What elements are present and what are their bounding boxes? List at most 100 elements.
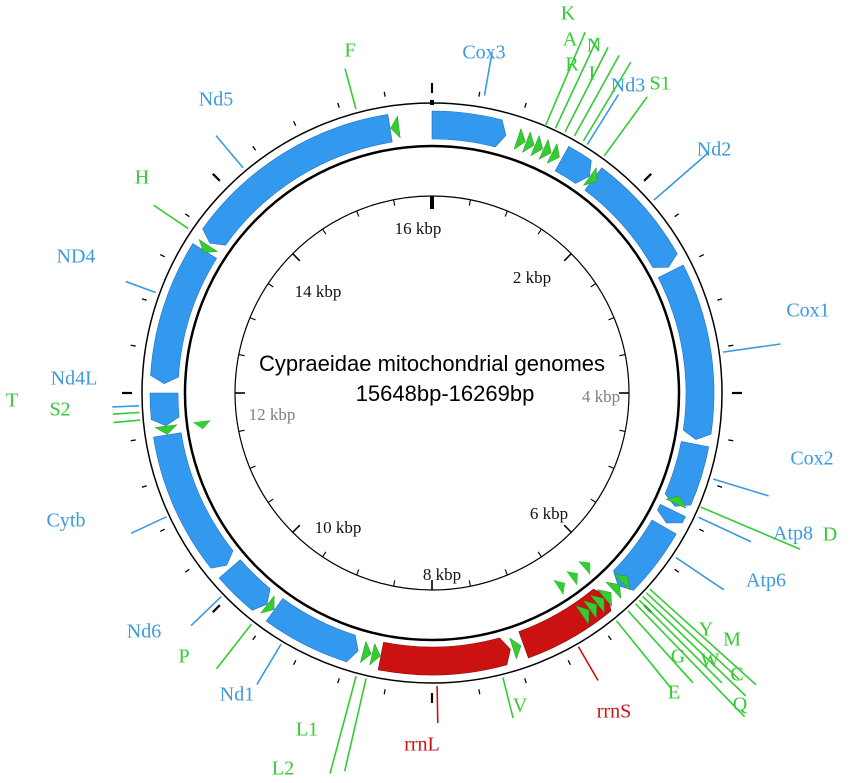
trna-arrow bbox=[589, 594, 605, 614]
scale-tick bbox=[292, 524, 301, 533]
leader-atp6 bbox=[675, 556, 725, 591]
outer-tick bbox=[674, 568, 680, 573]
diagram-title-line1: Cypraeidae mitochondrial genomes bbox=[259, 351, 605, 376]
leader-nd1 bbox=[256, 643, 282, 685]
leader-d bbox=[700, 506, 801, 551]
leader-l1 bbox=[343, 678, 367, 772]
leader-c bbox=[642, 595, 747, 697]
gene-label-i: I bbox=[589, 63, 596, 85]
trna-arrow bbox=[530, 134, 544, 157]
trna-arrow bbox=[582, 166, 597, 186]
scale-tick bbox=[322, 551, 327, 558]
trna-inner-marker bbox=[566, 571, 579, 586]
outer-tick bbox=[728, 344, 734, 347]
scale-tick bbox=[468, 199, 471, 206]
kbp-label: 6 kbp bbox=[530, 504, 568, 523]
scale-tick bbox=[292, 253, 301, 262]
outer-tick bbox=[337, 102, 340, 108]
outer-tick bbox=[607, 635, 612, 641]
gene-label-nd5: Nd5 bbox=[199, 89, 233, 111]
gene-label-w: W bbox=[701, 650, 720, 672]
leader-w bbox=[638, 599, 723, 684]
inner-thick-ring bbox=[183, 144, 681, 642]
scale-tick bbox=[267, 283, 274, 288]
gene-label-s2: S2 bbox=[49, 399, 70, 421]
leader-g bbox=[627, 610, 694, 684]
gene-label-r: R bbox=[565, 54, 579, 76]
outer-tick bbox=[643, 173, 652, 182]
trna-arrow bbox=[390, 115, 401, 139]
leader-y bbox=[645, 592, 740, 681]
outer-tick bbox=[717, 485, 723, 488]
scale-tick-marks bbox=[235, 196, 629, 590]
gene-label-nd4l: Nd4L bbox=[51, 368, 98, 390]
outer-tick bbox=[717, 298, 723, 301]
kbp-label: 10 kbp bbox=[315, 518, 362, 537]
gene-label-h: H bbox=[135, 167, 149, 189]
trna-arrow bbox=[605, 581, 622, 600]
outer-tick bbox=[252, 145, 257, 151]
leader-rrns bbox=[577, 646, 599, 681]
scale-tick bbox=[267, 498, 274, 503]
outer-tick bbox=[699, 253, 705, 258]
trna-arrow bbox=[596, 589, 612, 608]
leader-cox1 bbox=[723, 343, 781, 353]
outer-tick bbox=[159, 528, 165, 533]
gene-label-q: Q bbox=[733, 694, 748, 716]
leader-v bbox=[502, 677, 514, 719]
gene-label-s1: S1 bbox=[649, 73, 670, 95]
outer-tick bbox=[567, 660, 572, 666]
gene-arc-nd5 bbox=[202, 114, 393, 246]
outer-ring bbox=[141, 102, 723, 684]
leader-cox2 bbox=[712, 478, 769, 497]
gene-label-g: G bbox=[671, 646, 685, 668]
trna-arrow bbox=[198, 238, 219, 253]
outer-tick bbox=[383, 689, 386, 695]
outer-tick bbox=[159, 253, 165, 258]
outer-tick bbox=[212, 604, 221, 613]
scale-tick bbox=[238, 429, 245, 432]
trna-arrow bbox=[546, 142, 560, 164]
scale-tick bbox=[504, 569, 508, 576]
trna-arrow bbox=[369, 642, 381, 666]
gene-arcs bbox=[149, 110, 715, 676]
gene-label-cytb: Cytb bbox=[47, 510, 86, 532]
diagram-title-line2: 15648bp-16269bp bbox=[356, 381, 535, 406]
trna-inner-marker bbox=[553, 580, 566, 596]
gene-label-y: Y bbox=[699, 619, 713, 641]
trna-arrow bbox=[521, 131, 535, 154]
leader-f bbox=[344, 68, 357, 110]
gene-label-nd2: Nd2 bbox=[697, 139, 731, 161]
gene-label-f: F bbox=[344, 40, 355, 62]
trna-arrow bbox=[665, 495, 687, 509]
leader-i bbox=[582, 61, 632, 142]
outer-tick bbox=[212, 173, 221, 182]
trna-inner-marker bbox=[192, 420, 211, 430]
gene-label-rrnl: rrnL bbox=[404, 734, 440, 756]
leader-nd4 bbox=[125, 280, 157, 294]
outer-tick bbox=[337, 678, 340, 684]
outer-tick bbox=[699, 528, 705, 533]
gene-label-cox2: Cox2 bbox=[790, 448, 833, 470]
scale-tick bbox=[608, 317, 615, 321]
leader-n bbox=[573, 55, 620, 137]
gene-label-c: C bbox=[730, 664, 743, 686]
gene-label-atp8: Atp8 bbox=[773, 523, 813, 545]
outer-tick bbox=[184, 568, 190, 573]
gene-label-a: A bbox=[563, 29, 578, 51]
scale-tick bbox=[356, 210, 360, 217]
leader-rrnl bbox=[436, 685, 439, 723]
leader-t bbox=[112, 411, 140, 416]
trna-arrow bbox=[509, 637, 522, 660]
outer-tick bbox=[674, 213, 680, 218]
scale-tick bbox=[356, 569, 360, 576]
trna-arrow bbox=[154, 424, 178, 435]
scale-tick bbox=[537, 551, 542, 558]
scale-tick bbox=[249, 465, 256, 469]
gene-arc-nd1 bbox=[265, 598, 359, 663]
scale-tick bbox=[238, 354, 245, 357]
leader-cytb bbox=[130, 516, 167, 535]
